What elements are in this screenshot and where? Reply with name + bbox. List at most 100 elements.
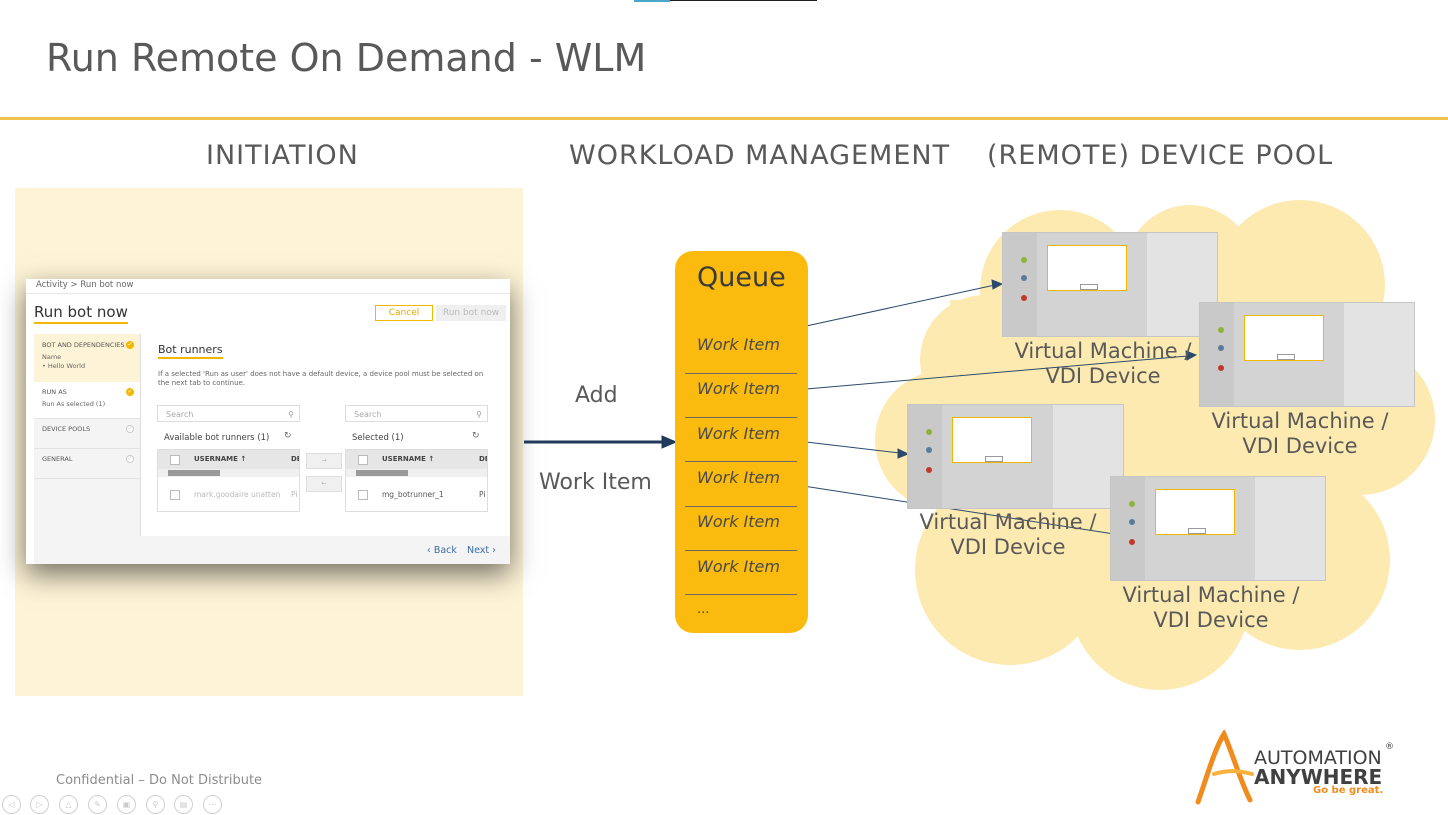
title-divider [0,117,1448,120]
column-heading-initiation: INITIATION [206,140,359,171]
vm-label: Virtual Machine / VDI Device [1003,339,1203,389]
vm-right-pane [1255,477,1325,580]
sidebar-item-sub: • Hello World [42,362,86,370]
row-checkbox[interactable] [358,490,368,500]
row-device: Pi [479,490,486,499]
back-button[interactable]: ‹ Back [427,545,457,556]
selected-title: Selected (1) [352,433,404,443]
search-icon: ⚲ [288,410,294,419]
breadcrumb[interactable]: Activity > Run bot now [36,280,134,290]
queue-divider [685,461,797,462]
check-icon: ✓ [126,425,134,433]
queue-work-item: Work Item [697,468,780,487]
check-icon: ✓ [126,455,134,463]
queue-work-item: Work Item [697,557,780,576]
queue-divider [685,594,797,595]
selected-table: USERNAME ↑ DE mg_botrunner_1 Pi [345,449,488,512]
column-header-device[interactable]: DE [291,455,299,463]
previous-slide-icon[interactable]: ◁ [2,795,21,814]
logo-text-automation: AUTOMATION [1254,747,1382,769]
next-slide-icon[interactable]: ▷ [30,795,49,814]
logo-text-anywhere: ANYWHERE [1254,765,1383,789]
pen-icon[interactable]: ✎ [88,795,107,814]
sidebar-item-sub: Run As selected (1) [42,400,106,408]
slide-title: Run Remote On Demand - WLM [46,36,647,80]
check-icon: ✓ [126,388,134,396]
sidebar-item-run-as[interactable]: RUN AS ✓ Run As selected (1) [34,382,140,419]
cancel-button[interactable]: Cancel [375,305,433,321]
vm-left-pane [1111,477,1145,580]
sidebar-item-device-pools[interactable]: DEVICE POOLS ✓ [34,418,140,449]
sidebar-item-label: GENERAL [42,455,73,463]
horizontal-scrollbar[interactable] [346,469,487,477]
column-heading-device-pool: (REMOTE) DEVICE POOL [987,140,1334,171]
selected-search-input[interactable]: Search ⚲ [345,405,488,422]
refresh-icon[interactable]: ↻ [472,431,480,441]
automation-anywhere-logo-mark [1195,730,1254,805]
refresh-icon[interactable]: ↻ [284,431,292,441]
slides-icon[interactable]: ▣ [117,795,136,814]
scrollbar-thumb[interactable] [356,470,408,476]
queue-divider [685,373,797,374]
bot-icon [926,447,932,453]
queue-divider [685,550,797,551]
available-title: Available bot runners (1) [164,433,270,443]
vm-label-line1: Virtual Machine / [1014,339,1192,363]
subtitles-icon[interactable]: ▤ [174,795,193,814]
sidebar-item-label: RUN AS [42,388,67,396]
stop-icon [1129,539,1135,545]
play-icon [1129,501,1135,507]
vm-label: Virtual Machine / VDI Device [1200,409,1400,459]
work-item-label: Work Item [539,470,652,495]
vm-message-box [1155,489,1235,535]
vm-label-line2: VDI Device [1242,434,1358,458]
play-icon [1021,257,1027,263]
confidential-notice: Confidential – Do Not Distribute [56,773,263,788]
available-search-input[interactable]: Search ⚲ [157,405,300,422]
zoom-icon[interactable]: ⚲ [146,795,165,814]
more-options-icon[interactable]: ⋯ [203,795,222,814]
search-placeholder: Search [354,410,382,419]
column-header-device[interactable]: DE [479,455,487,463]
queue-box [675,251,808,633]
dialog-footer: ‹ Back Next › [34,536,510,564]
queue-title: Queue [697,262,786,293]
column-header-username[interactable]: USERNAME ↑ [382,455,435,463]
vm-screenshot [1110,476,1326,581]
pointer-icon[interactable]: △ [59,795,78,814]
move-left-button[interactable]: ← [306,476,342,492]
sidebar-item-label: BOT AND DEPENDENCIES [42,341,125,349]
next-button[interactable]: Next › [467,545,496,556]
horizontal-scrollbar[interactable] [158,469,299,477]
vm-screenshot [907,404,1124,509]
vm-message-box [1244,315,1324,361]
vm-right-pane [1344,303,1414,406]
section-note: If a selected 'Run as user' does not hav… [158,370,484,387]
available-table: USERNAME ↑ DE mark.goodaire unatten Pi [157,449,300,512]
sidebar-item-general[interactable]: GENERAL ✓ [34,448,140,479]
vm-ok-button [1277,354,1295,360]
vm-left-pane [1200,303,1234,406]
dialog-title: Run bot now [34,303,128,324]
add-label: Add [575,383,618,408]
select-all-checkbox[interactable] [170,455,180,465]
row-checkbox[interactable] [170,490,180,500]
scrollbar-thumb[interactable] [168,470,220,476]
vm-label: Virtual Machine / VDI Device [908,510,1108,560]
column-header-username[interactable]: USERNAME ↑ [194,455,247,463]
move-right-button[interactable]: → [306,453,342,469]
queue-divider [685,417,797,418]
vm-label-line1: Virtual Machine / [1211,409,1389,433]
crumb-divider [26,293,510,294]
bot-icon [1021,275,1027,281]
vm-message-box [952,417,1032,463]
vm-label-line1: Virtual Machine / [1122,583,1300,607]
stop-icon [1218,365,1224,371]
play-icon [1218,327,1224,333]
run-bot-now-button[interactable]: Run bot now [436,305,506,321]
row-username: mark.goodaire unatten [194,490,281,499]
table-header: USERNAME ↑ DE [158,450,299,469]
select-all-checkbox[interactable] [358,455,368,465]
vm-label-line1: Virtual Machine / [919,510,1097,534]
vm-ok-button [1080,284,1098,290]
